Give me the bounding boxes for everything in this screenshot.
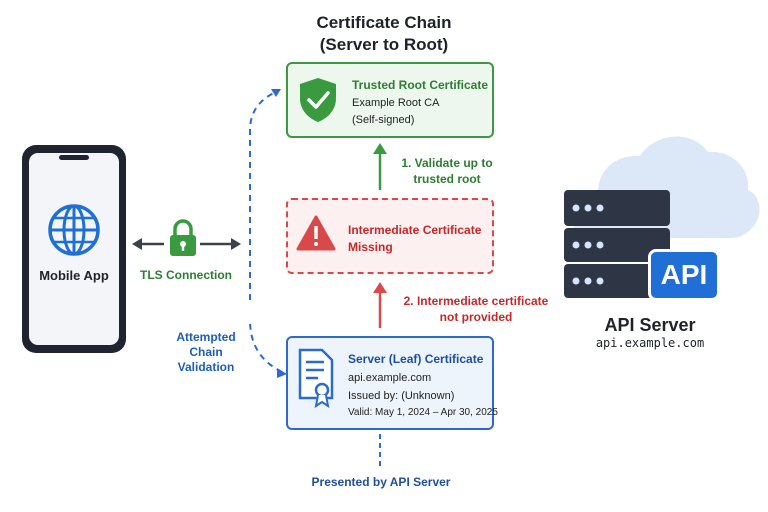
attempt-line-1: Attempted <box>176 330 236 344</box>
padlock-icon <box>170 219 196 256</box>
root-certificate-title: Trusted Root Certificate <box>352 78 489 92</box>
attempted-validation-label: Attempted Chain Validation <box>160 330 252 375</box>
tls-arrow <box>132 238 241 250</box>
root-certificate-name: Example Root CA <box>352 97 440 109</box>
diagram-title: Certificate Chain (Server to Root) <box>234 12 534 56</box>
server-rack-icon <box>564 190 670 298</box>
attempt-line-2: Chain <box>189 345 223 359</box>
step-1-label: 1. Validate up to trusted root <box>392 155 502 187</box>
phone-notch <box>59 155 89 160</box>
presented-by-label: Presented by API Server <box>311 475 451 489</box>
title-line-2: (Server to Root) <box>319 35 449 54</box>
api-server-title: API Server <box>604 315 696 335</box>
leaf-certificate-host: api.example.com <box>348 372 432 384</box>
step-2-line-2: not provided <box>439 310 513 324</box>
leaf-certificate-title: Server (Leaf) Certificate <box>348 352 484 366</box>
attempt-path <box>249 89 287 378</box>
mobile-app-label: Mobile App <box>39 268 109 283</box>
certificate-icon <box>298 348 334 409</box>
root-certificate-note: (Self-signed) <box>352 114 415 126</box>
intermediate-title-line-2: Missing <box>348 240 393 254</box>
warning-icon <box>296 215 336 251</box>
intermediate-certificate-title: Intermediate Certificate Missing <box>348 222 493 256</box>
step-1-line-2: trusted root <box>413 172 481 186</box>
mobile-phone <box>22 145 126 353</box>
step-2-line-1: 2. Intermediate certificate <box>403 294 549 308</box>
validate-arrow <box>373 143 387 190</box>
leaf-certificate-validity: Valid: May 1, 2024 – Apr 30, 2025 <box>348 407 498 418</box>
tls-connection-label: TLS Connection <box>140 268 232 282</box>
globe-icon <box>48 204 100 256</box>
api-badge: API <box>648 249 720 301</box>
leaf-certificate-issuer: Issued by: (Unknown) <box>348 390 455 402</box>
title-line-1: Certificate Chain <box>316 13 452 32</box>
api-badge-text: API <box>660 259 708 290</box>
attempt-line-3: Validation <box>177 360 235 374</box>
api-server-host: api.example.com <box>595 336 705 350</box>
step-2-label: 2. Intermediate certificate not provided <box>396 293 556 325</box>
step-1-line-1: 1. Validate up to <box>401 156 493 170</box>
missing-arrow <box>373 282 387 328</box>
intermediate-title-line-1: Intermediate Certificate <box>348 223 482 237</box>
